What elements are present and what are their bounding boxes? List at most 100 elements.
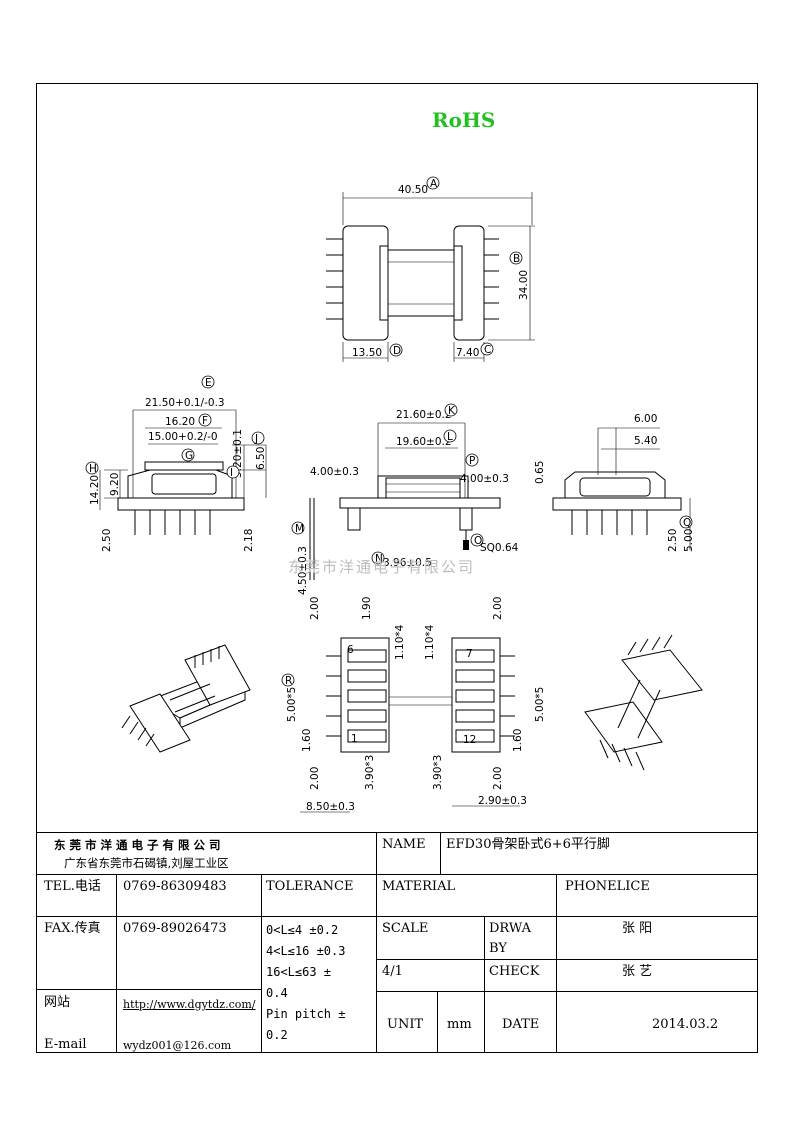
dim-d: 13.50 — [352, 347, 382, 359]
dim-h: 14.20 — [89, 475, 101, 505]
dim-r1: 6.00 — [634, 413, 657, 425]
website-link[interactable]: http://www.dgytdz.com/ — [123, 996, 256, 1013]
dim-c: 7.40 — [456, 347, 479, 359]
tolerance-line-6: 0.2 — [266, 1028, 288, 1042]
pin-12-label: 12 — [463, 734, 476, 746]
dim-a: 40.50 — [398, 184, 428, 196]
fax-value: 0769-89026473 — [123, 921, 227, 936]
dim-o: SQ0.64 — [480, 542, 519, 554]
dim-w2: 2.90±0.3 — [478, 795, 527, 807]
callout-q: Q — [683, 517, 691, 529]
unit-value: mm — [447, 1017, 472, 1032]
dim-l: 19.60±0.2 — [396, 436, 452, 448]
dim-p1: 1.60 — [301, 729, 313, 752]
dim-p4: 3.90*3 — [364, 755, 376, 790]
callout-a: A — [430, 178, 438, 190]
dim-s2: 2.18 — [243, 529, 255, 552]
dim-f: 16.20 — [165, 416, 195, 428]
drawn-label-1: DRWA — [489, 921, 532, 936]
material-label: MATERIAL — [382, 879, 456, 894]
dim-m: 4.50±0.3 — [297, 546, 309, 595]
callout-o: O — [474, 535, 482, 547]
company-name: 东 莞 市 洋 通 电 子 有 限 公 司 — [54, 838, 221, 852]
dim-r2: 5.40 — [634, 435, 657, 447]
rohs-mark: RoHS — [432, 108, 496, 132]
top-view: 40.50 A 34.00 B 13.50 D — [326, 176, 535, 362]
dim-p6: 2.00 — [492, 767, 504, 790]
dim-q1: 2.50 — [667, 529, 679, 552]
pin-6-label: 6 — [347, 644, 354, 656]
callout-f: F — [202, 415, 208, 427]
tolerance-line-1: 0<L≤4 ±0.2 — [266, 923, 339, 937]
dim-k: 21.60±0.2 — [396, 409, 452, 421]
callout-m: M — [295, 523, 304, 535]
dim-b: 34.00 — [518, 270, 530, 300]
tolerance-line-5: Pin pitch ± — [266, 1007, 346, 1021]
watermark: 东莞市洋通电子有限公司 — [288, 558, 476, 576]
dim-r3: 0.65 — [534, 461, 546, 484]
scale-value: 4/1 — [382, 964, 403, 979]
dim-m1: 4.00±0.3 — [310, 466, 359, 478]
drawn-by: 张 阳 — [622, 921, 653, 936]
callout-l: L — [447, 431, 453, 443]
callout-n: N — [375, 553, 383, 565]
tolerance-label: TOLERANCE — [266, 879, 354, 894]
name-value: EFD30骨架卧式6+6平行脚 — [446, 837, 610, 852]
dim-i: 5.20±0.1 — [232, 429, 244, 478]
drawn-label-2: BY — [489, 941, 507, 956]
dim-b3: 1.10*4 — [394, 624, 406, 660]
dim-n: 3.96±0.5 — [383, 557, 432, 569]
email-label: E-mail — [44, 1037, 87, 1052]
callout-h: H — [89, 463, 97, 475]
website-link-text[interactable]: http://www.dgytdz.com/ — [123, 998, 256, 1011]
callout-b: B — [513, 253, 520, 265]
pin-1-label: 1 — [351, 733, 358, 745]
check-by: 张 艺 — [622, 964, 653, 979]
tel-label: TEL.电话 — [44, 879, 101, 894]
dim-b5: 2.00 — [492, 597, 504, 620]
side-view-right: 6.00 5.40 0.65 2.50 5.00 Q — [534, 413, 695, 552]
bottom-view: 6 7 1 12 2.00 1.90 1.10*4 1.10*4 2.00 5.… — [281, 597, 546, 813]
dim-r: 5.00*5 — [286, 687, 298, 722]
website-label: 网站 — [44, 995, 71, 1010]
tel-value: 0769-86309483 — [123, 879, 227, 894]
dim-p5: 3.90*3 — [432, 755, 444, 790]
callout-r: R — [285, 675, 292, 687]
tolerance-line-2: 4<L≤16 ±0.3 — [266, 944, 346, 958]
tolerance-line-3: 16<L≤63 ± — [266, 965, 332, 979]
isometric-view-right — [584, 634, 703, 771]
company-address: 广东省东莞市石碣镇,刘屋工业区 — [64, 856, 229, 870]
dim-e: 21.50+0.1/-0.3 — [145, 397, 225, 409]
callout-i: I — [230, 467, 233, 479]
isometric-view-left — [121, 644, 251, 753]
front-view-center: 21.60±0.2 K 19.60±0.2 L 4.00±0.3 4.00±0.… — [291, 403, 519, 595]
tolerance-line-4: 0.4 — [266, 986, 288, 1000]
callout-p: P — [469, 455, 475, 467]
tolerance-values: 0<L≤4 ±0.2 4<L≤16 ±0.3 16<L≤63 ± 0.4 Pin… — [266, 920, 345, 1046]
callout-e: E — [205, 377, 212, 389]
check-label: CHECK — [489, 964, 540, 979]
dim-b4: 1.10*4 — [424, 624, 436, 660]
dim-q2: 5.00 — [683, 529, 695, 552]
callout-k: K — [448, 405, 456, 417]
pin-7-label: 7 — [466, 648, 473, 660]
dim-r-right: 5.00*5 — [534, 687, 546, 722]
dim-s1: 2.50 — [101, 529, 113, 552]
callout-d: D — [393, 345, 401, 357]
callout-j: J — [254, 433, 258, 445]
scale-label: SCALE — [382, 921, 429, 936]
fax-label: FAX.传真 — [44, 921, 101, 936]
dim-b1: 2.00 — [309, 597, 321, 620]
name-label: NAME — [382, 837, 426, 852]
callout-g: G — [185, 450, 193, 462]
dim-w1: 8.50±0.3 — [306, 801, 355, 813]
dim-g: 15.00+0.2/-0 — [148, 431, 218, 443]
dim-p: 4.00±0.3 — [460, 473, 509, 485]
date-value: 2014.03.2 — [652, 1017, 719, 1032]
phenolic-label: PHONELICE — [565, 879, 650, 894]
date-label: DATE — [502, 1017, 540, 1032]
dim-b2: 1.90 — [361, 597, 373, 620]
front-view-left: 21.50+0.1/-0.3 E 16.20 F 15.00+0.2/-0 G … — [85, 375, 267, 552]
dim-h2: 9.20 — [109, 473, 121, 496]
dim-j: 6.50 — [255, 447, 267, 470]
